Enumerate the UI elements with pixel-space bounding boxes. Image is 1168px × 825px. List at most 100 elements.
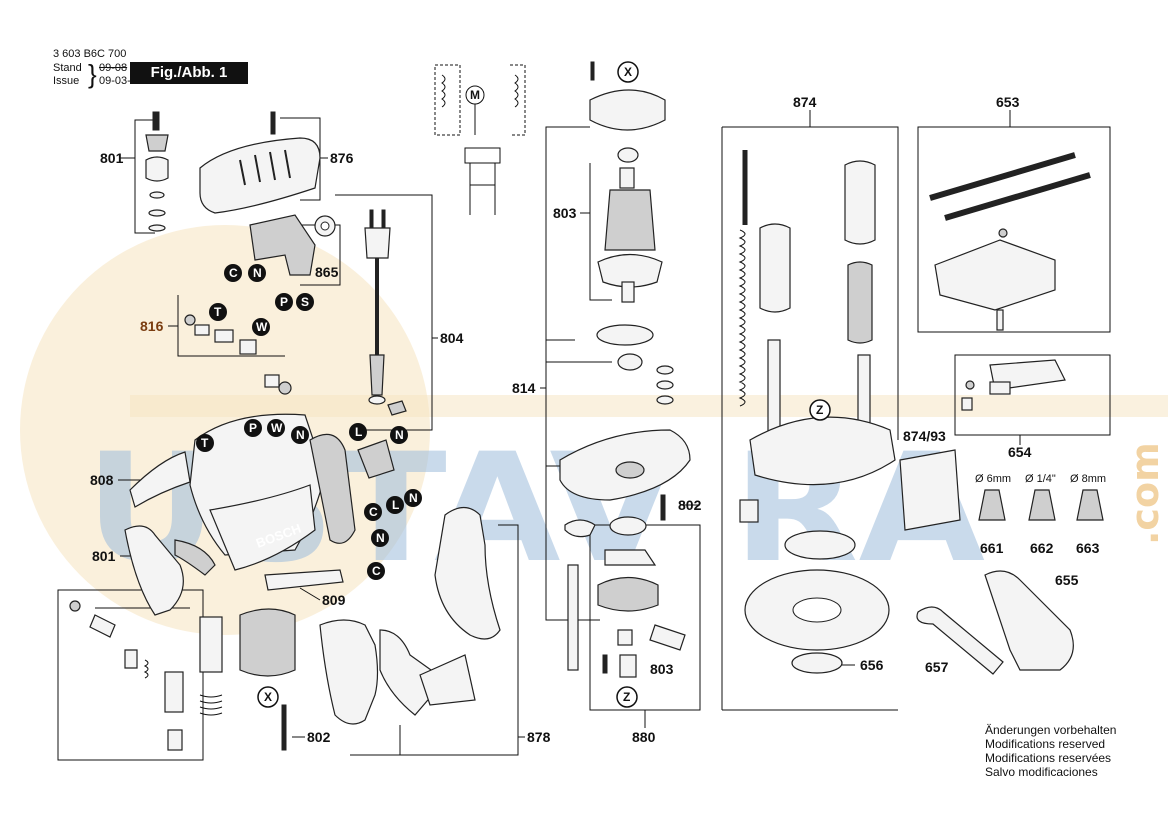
collet-size-quarter-inch: Ø 1/4" [1025,473,1056,485]
callout-816: 816 [140,318,164,334]
svg-text:T: T [214,305,222,319]
marker-t-808: T [196,434,214,452]
marker-n-switch: N [404,489,422,507]
callout-657: 657 [925,659,949,675]
part-816-brush-set [184,314,292,395]
svg-text:N: N [409,491,418,505]
callout-876: 876 [330,150,354,166]
note-de: Änderungen vorbehalten [985,723,1117,737]
callout-874: 874 [793,94,817,110]
callout-814: 814 [512,380,536,396]
callout-809: 809 [322,592,346,608]
part-653-parallel-guide [929,152,1091,331]
svg-text:N: N [395,428,404,442]
part-collets [978,489,1104,521]
part-803-armature [589,61,666,371]
part-809-label [264,569,344,591]
callout-801-top: 801 [100,150,124,166]
note-en: Modifications reserved [985,737,1106,751]
motor-wiring-schematic: M [434,64,526,215]
svg-text:C: C [369,505,378,519]
part-x-bearing-bush [239,608,296,751]
svg-text:N: N [376,531,385,545]
letter-markers: C N P S T W T P W N L N C L N N C [196,264,422,580]
outlined-markers: X X Z Z [257,61,831,708]
part-874-93-template [899,449,961,531]
part-880-depth-stop [567,549,686,678]
callout-661: 661 [980,540,1004,556]
part-874-plunge-base [738,150,896,674]
marker-l-804: L [349,423,367,441]
callout-654: 654 [1008,444,1032,460]
callout-656: 656 [860,657,884,673]
svg-text:N: N [253,266,262,280]
notes-block: Änderungen vorbehalten Modifications res… [985,723,1116,779]
callout-801-bottom: 801 [92,548,116,564]
part-808-housing [129,413,356,571]
callout-653: 653 [996,94,1020,110]
note-fr: Modifications reservées [985,751,1112,765]
callout-804: 804 [440,330,464,346]
callout-880: 880 [632,729,656,745]
part-814-gear-housing [559,365,691,538]
svg-text:C: C [229,266,238,280]
part-802-screw-mid [660,494,666,521]
note-es: Salvo modificaciones [985,765,1098,779]
marker-l-switch: L [386,496,404,514]
callout-662: 662 [1030,540,1054,556]
svg-text:T: T [201,436,209,450]
issue-label: Issue [53,75,80,87]
svg-text:S: S [301,295,309,309]
stand-label: Stand [53,62,82,74]
callout-663: 663 [1076,540,1100,556]
marker-p-865: P [275,293,293,311]
svg-text:Z: Z [623,690,630,704]
svg-text:W: W [271,421,283,435]
part-801-top-bushing [145,111,169,232]
part-801-bottom-handle [124,525,216,616]
header-brace: } [88,59,97,89]
svg-text:Z: Z [816,403,823,417]
part-655-dust-adapter [984,570,1074,671]
marker-n-lower: N [371,529,389,547]
callout-865: 865 [315,264,339,280]
part-878-covers [319,506,501,725]
marker-p-808: P [244,419,262,437]
part-lower-left-details [69,600,223,751]
collet-size-8mm: Ø 8mm [1070,473,1106,485]
svg-text:P: P [280,295,288,309]
callout-numbers: 801 876 865 816 804 808 801 809 802 878 … [90,94,1106,745]
marker-w-808: W [267,419,285,437]
svg-text:C: C [372,564,381,578]
marker-n-865: N [248,264,266,282]
part-865-brush-holders [249,214,336,276]
svg-text:L: L [355,425,362,439]
marker-c-lower: C [367,562,385,580]
svg-text:X: X [264,690,272,704]
marker-c-switch: C [364,503,382,521]
bracket-lines [57,110,1111,761]
marker-x-top: X [617,61,639,83]
callout-802-left: 802 [307,729,331,745]
part-654-guide-clamp [961,359,1066,411]
watermark-band [130,395,1168,417]
marker-s-865: S [296,293,314,311]
marker-c-865: C [224,264,242,282]
stand-value: 09-08 [99,62,128,74]
collet-size-6mm: Ø 6mm [975,473,1011,485]
callout-803-bottom: 803 [650,661,674,677]
part-876-motor-cover [199,111,321,214]
callout-802-mid: 802 [678,497,702,513]
marker-z-base: Z [809,399,831,421]
svg-text:P: P [249,421,257,435]
marker-n-804: N [390,426,408,444]
watermark-suffix: .com [1123,442,1167,545]
callout-655: 655 [1055,572,1079,588]
svg-text:X: X [624,65,632,79]
marker-x-left: X [257,686,279,708]
svg-text:M: M [470,88,480,102]
part-657-spanner [916,606,1004,675]
svg-text:L: L [392,498,399,512]
